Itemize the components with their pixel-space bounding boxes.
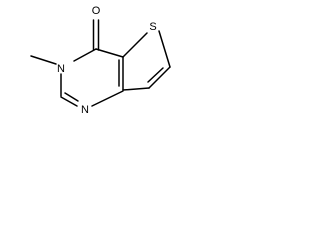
bond-c2-n1-double: [64, 92, 79, 102]
n1-label: N: [81, 104, 89, 116]
thienopyrimidinone-structure: O N N S: [30, 5, 171, 116]
bonds: [30, 19, 171, 107]
bond-n1-c7a: [91, 90, 124, 107]
bond-c6-c7-double: [147, 67, 164, 83]
n3-label: N: [57, 63, 65, 75]
bond-c4a-c4: [95, 48, 124, 58]
bond-c2-n1: [60, 96, 78, 107]
bond-c7-c7a: [122, 87, 150, 91]
bond-c4-n3: [73, 48, 97, 62]
bond-c4a-s: [122, 32, 148, 58]
bond-n3-methyl: [30, 55, 57, 65]
sulfur-label: S: [149, 21, 156, 33]
structure-canvas: O N N S: [0, 0, 174, 138]
bond-s-c6: [158, 30, 171, 68]
bond-c6-c7: [148, 66, 171, 89]
oxygen-label: O: [92, 5, 101, 17]
